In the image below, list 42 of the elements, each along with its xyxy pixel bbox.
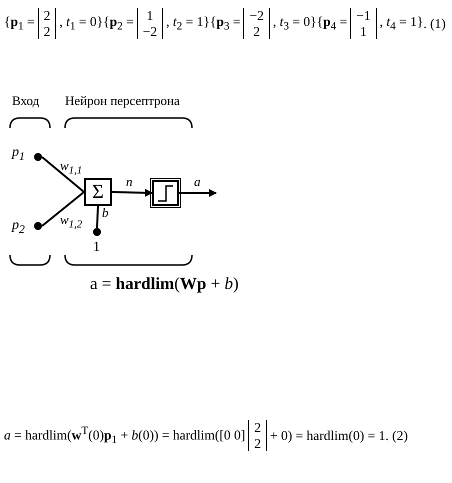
edge-label: w$_{1,1}$: [60, 158, 82, 177]
node-dot: [34, 222, 42, 230]
formula: a = hardlim(Wp + b): [90, 274, 239, 294]
matrix-entry: −2: [142, 24, 158, 40]
equation-text: a = hardlim(w$^{T}$(0)p$_{1}$ + b(0)) = hardlim([0 0]: [4, 424, 246, 446]
matrix-entry: 2: [253, 24, 260, 40]
arrow: [179, 189, 217, 197]
equation-text: {p$_{4}$ =: [316, 14, 348, 33]
edge-label: n: [126, 174, 132, 190]
equation-text: . (1): [423, 16, 446, 32]
matrix-entry: 2: [254, 436, 261, 452]
equation-text: , t$_{2}$ = 1}: [166, 14, 210, 33]
equation-text: {p$_{3}$ =: [210, 14, 240, 33]
equation-text: {p$_{1}$ =: [4, 14, 35, 33]
node-label: 1: [93, 240, 100, 256]
heading: Вход: [12, 93, 40, 109]
edge-label: b: [102, 205, 108, 221]
matrix-entry: 1: [146, 8, 154, 24]
matrix-entry: 1: [360, 24, 367, 40]
edge-label: a: [194, 174, 200, 190]
equation-text: , t$_{4}$ = 1}: [380, 14, 424, 33]
matrix-entry: 2: [44, 8, 50, 24]
matrix-entry: −2: [249, 8, 264, 24]
transfer-function-box: [152, 180, 179, 206]
equation-text: {p$_{2}$ =: [103, 14, 134, 33]
connector-line: [41, 156, 85, 193]
connector-line: [41, 191, 85, 227]
node-dot: [34, 153, 42, 161]
node-dot: [93, 228, 101, 236]
matrix-entry: 2: [254, 420, 261, 436]
heading: Нейрон персептрона: [65, 93, 180, 109]
equation-text: , t$_{3}$ = 0}: [272, 14, 317, 33]
matrix-entry: −1: [356, 8, 371, 24]
equation-text: , t$_{1}$ = 0}: [59, 14, 104, 33]
node-label: p$_{2}$: [12, 218, 25, 236]
summation-box: Σ: [84, 178, 112, 206]
connector-line: [96, 206, 99, 228]
node-label: p$_{1}$: [12, 145, 25, 163]
matrix-entry: 2: [44, 24, 50, 40]
arrow: [112, 188, 153, 197]
equation-text: + 0) = hardlim(0) = 1. (2): [270, 428, 408, 444]
edge-label: w$_{1,2}$: [60, 212, 82, 231]
